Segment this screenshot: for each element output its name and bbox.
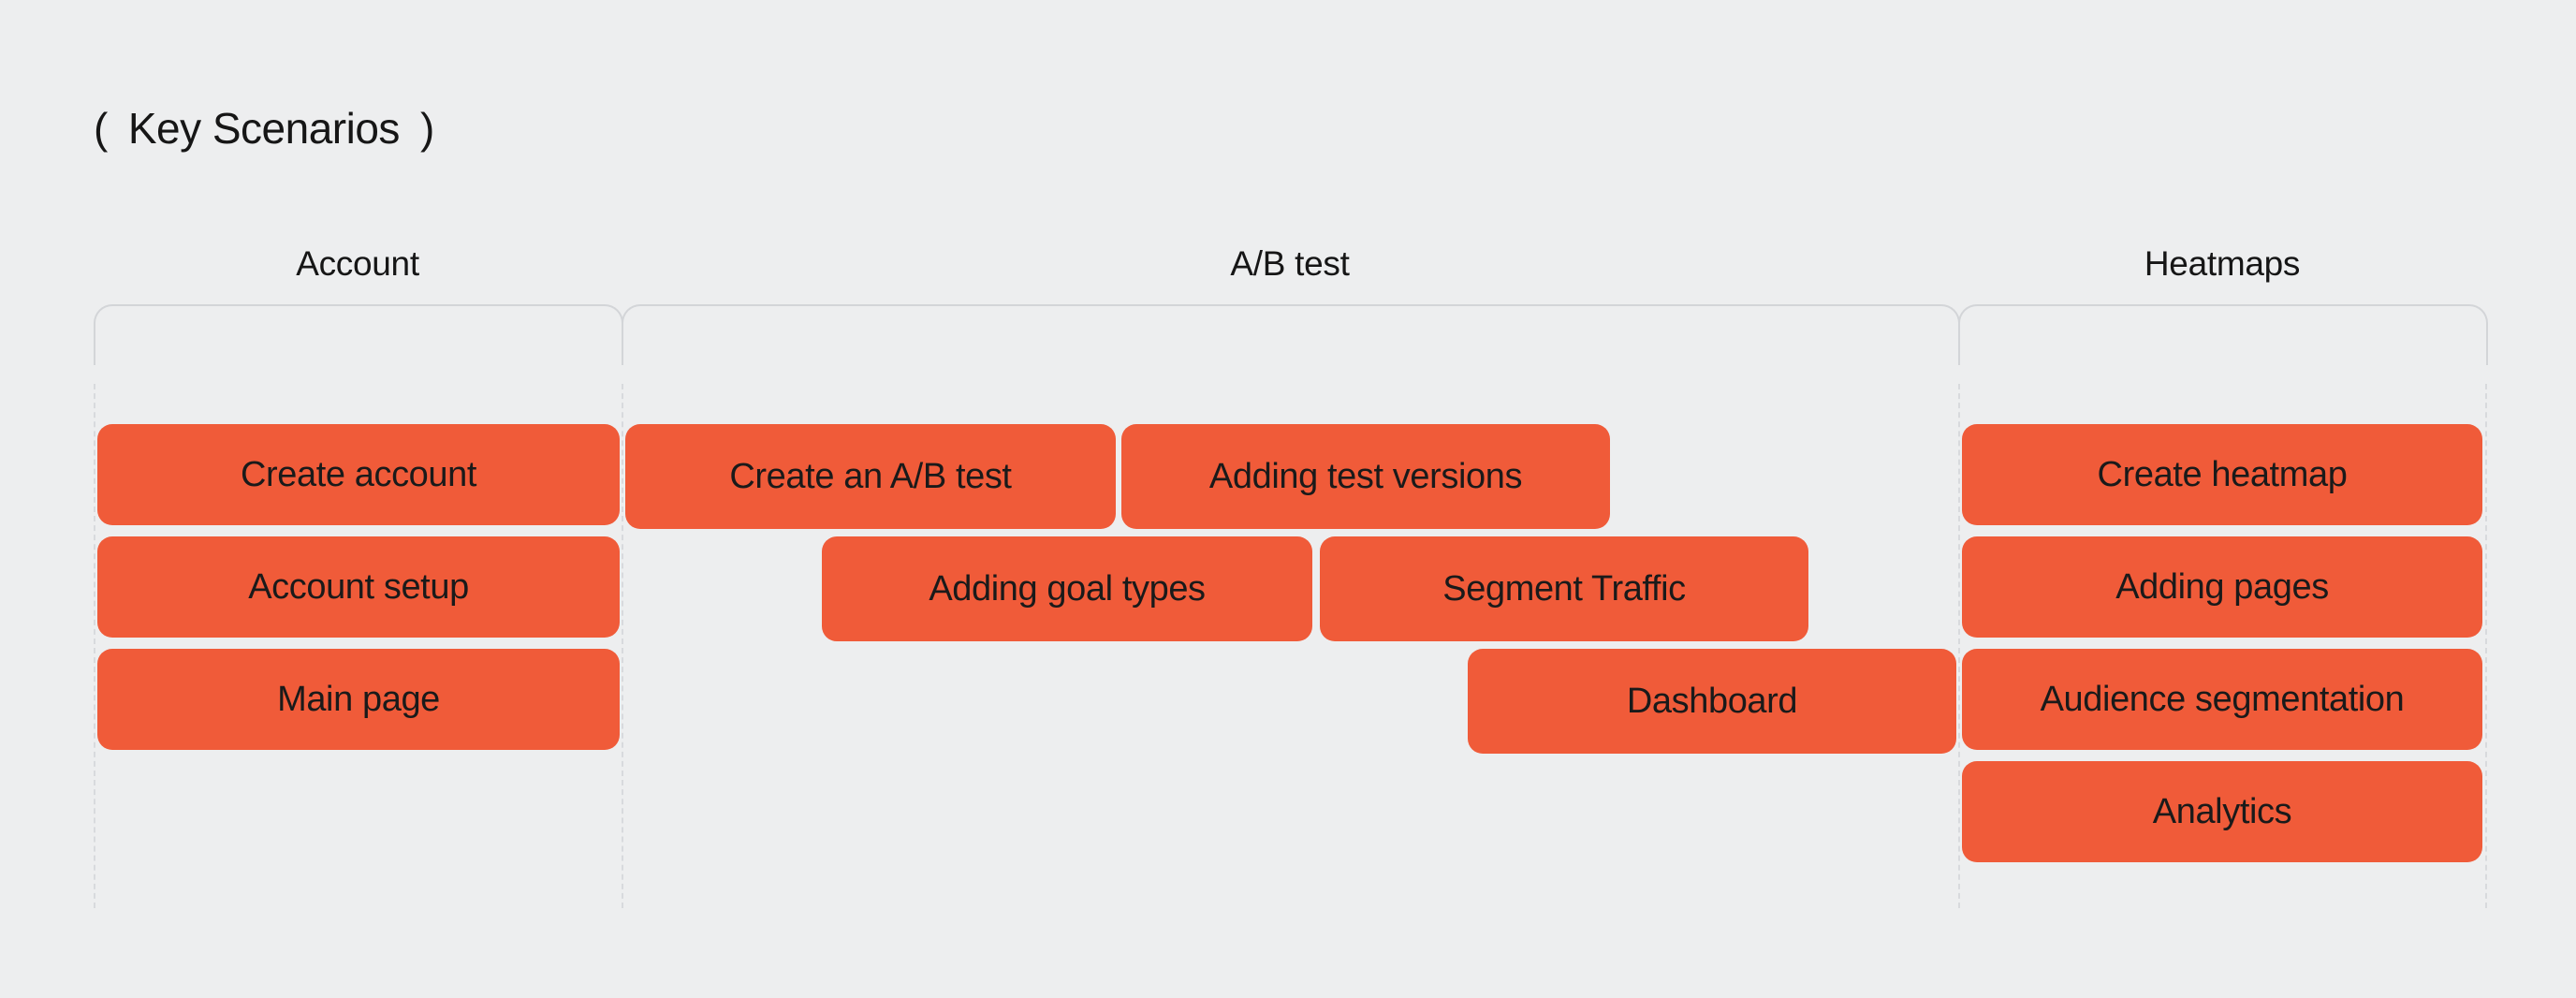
scenario-audience-segmentation: Audience segmentation <box>1962 649 2482 750</box>
column-guide <box>622 384 623 908</box>
column-guide <box>2485 384 2487 908</box>
scenario-segment-traffic: Segment Traffic <box>1320 536 1808 641</box>
scenario-dashboard: Dashboard <box>1468 649 1956 754</box>
column-guide <box>94 384 95 908</box>
scenario-create-account: Create account <box>97 424 620 525</box>
group-bracket-heatmaps <box>1958 304 2488 365</box>
scenario-account-setup: Account setup <box>97 536 620 638</box>
title-close-paren: ) <box>419 104 434 153</box>
group-bracket-account <box>94 304 623 365</box>
group-label-heatmaps: Heatmaps <box>2144 244 2301 283</box>
column-guide <box>1958 384 1960 908</box>
scenario-adding-goal-types: Adding goal types <box>822 536 1312 641</box>
group-label-account: Account <box>296 244 419 283</box>
title-text: Key Scenarios <box>127 104 401 153</box>
group-label-ab-test: A/B test <box>1230 244 1350 283</box>
page-title: ( Key Scenarios ) <box>94 95 434 161</box>
group-bracket-ab-test <box>622 304 1960 365</box>
scenario-analytics: Analytics <box>1962 761 2482 862</box>
title-open-paren: ( <box>94 104 108 153</box>
scenario-adding-test-versions: Adding test versions <box>1121 424 1610 529</box>
scenario-create-ab-test: Create an A/B test <box>625 424 1116 529</box>
scenario-main-page: Main page <box>97 649 620 750</box>
scenario-adding-pages: Adding pages <box>1962 536 2482 638</box>
scenario-create-heatmap: Create heatmap <box>1962 424 2482 525</box>
